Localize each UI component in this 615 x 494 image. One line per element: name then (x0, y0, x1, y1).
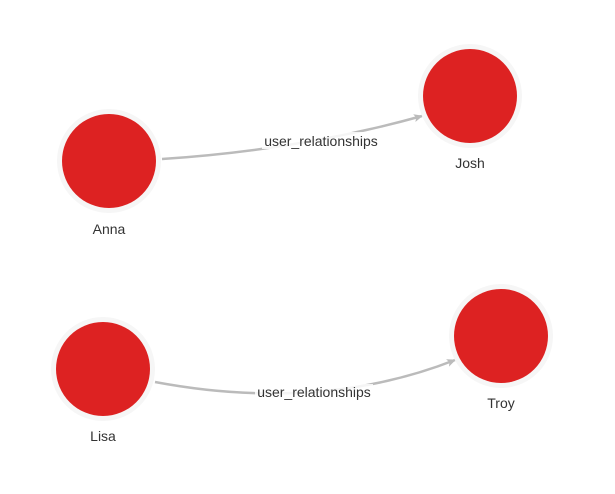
node-label-anna: Anna (93, 221, 126, 237)
node-label-troy: Troy (487, 395, 514, 411)
node-troy[interactable]: Troy (449, 284, 553, 411)
node-label-josh: Josh (455, 155, 485, 171)
node-circle-anna[interactable] (62, 114, 156, 208)
edge-label-lisa-troy: user_relationships (257, 384, 371, 400)
node-lisa[interactable]: Lisa (51, 317, 155, 444)
node-circle-josh[interactable] (423, 49, 517, 143)
edge-label-bg (255, 384, 373, 401)
edge-label-anna-josh: user_relationships (264, 133, 378, 149)
edge-lisa-troy[interactable]: user_relationships (154, 358, 456, 401)
node-circle-troy[interactable] (454, 289, 548, 383)
edge-label-bg (262, 132, 380, 149)
node-circle-lisa[interactable] (56, 322, 150, 416)
node-anna[interactable]: Anna (57, 109, 161, 237)
edge-anna-josh[interactable]: user_relationships (161, 114, 423, 161)
node-josh[interactable]: Josh (418, 44, 522, 171)
node-label-lisa: Lisa (90, 428, 116, 444)
